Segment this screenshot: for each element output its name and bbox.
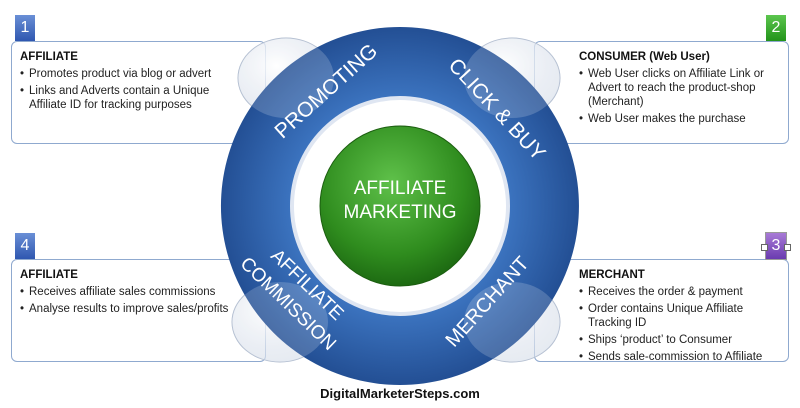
list-item: Links and Adverts contain a Unique Affil… <box>20 84 245 112</box>
panel-text-affiliate-commission: AFFILIATE Receives affiliate sales commi… <box>20 268 260 319</box>
step-number-1: 1 <box>15 15 35 41</box>
panel-heading: AFFILIATE <box>20 269 78 281</box>
step-number-4: 4 <box>15 233 35 259</box>
panel-text-affiliate-promote: AFFILIATE Promotes product via blog or a… <box>20 50 245 115</box>
list-item: Promotes product via blog or advert <box>20 67 245 81</box>
center-title-line1: AFFILIATE <box>354 178 447 199</box>
list-item: Order contains Unique Affiliate Tracking… <box>579 302 789 330</box>
list-item: Ships ‘product’ to Consumer <box>579 333 789 347</box>
center-title-line2: MARKETING <box>344 202 457 223</box>
list-item: Web User clicks on Affiliate Link or Adv… <box>579 67 789 109</box>
panel-text-merchant: MERCHANT Receives the order & payment Or… <box>579 268 789 367</box>
footer-site-name: DigitalMarketerSteps.com <box>320 386 480 401</box>
center-circle <box>319 125 481 287</box>
panel-heading: AFFILIATE <box>20 51 78 63</box>
step-number-3: 3 <box>765 232 787 260</box>
list-item: Receives the order & payment <box>579 285 789 299</box>
step-number-2: 2 <box>766 15 786 41</box>
cycle-ring <box>220 27 579 385</box>
selection-handle-left[interactable] <box>761 244 768 251</box>
list-item: Sends sale-commission to Affiliate <box>579 350 789 364</box>
list-item: Web User makes the purchase <box>579 112 789 126</box>
panel-heading: MERCHANT <box>579 269 645 281</box>
panel-heading: CONSUMER (Web User) <box>579 51 710 63</box>
selection-handle-right[interactable] <box>784 244 791 251</box>
panel-text-consumer: CONSUMER (Web User) Web User clicks on A… <box>579 50 789 129</box>
list-item: Receives affiliate sales commissions <box>20 285 260 299</box>
list-item: Analyse results to improve sales/profits <box>20 302 260 316</box>
